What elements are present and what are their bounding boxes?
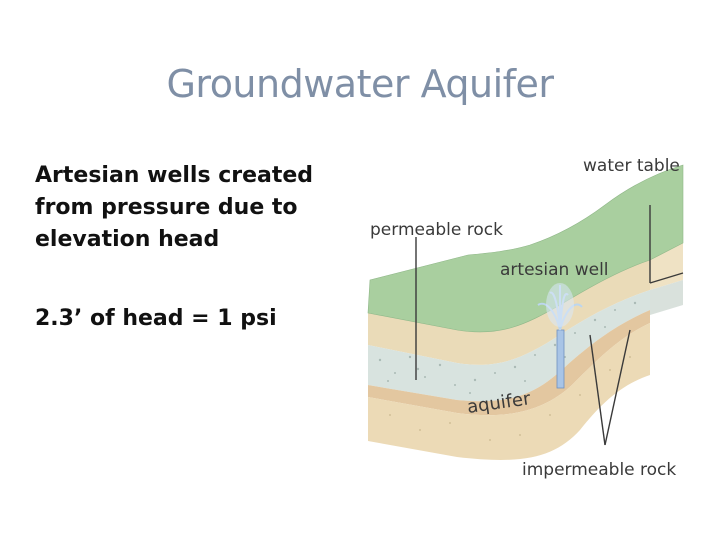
permeable-rock-label: permeable rock bbox=[370, 220, 503, 240]
slide-title: Groundwater Aquifer bbox=[166, 62, 554, 106]
impermeable-rock-label: impermeable rock bbox=[522, 460, 676, 480]
water-table-label: water table bbox=[583, 156, 680, 176]
bullet-list: Artesian wells created from pressure due… bbox=[35, 160, 335, 335]
bullet-head-psi: 2.3’ of head = 1 psi bbox=[35, 306, 277, 331]
impermeable-rock-pointers bbox=[589, 329, 631, 446]
land-surface bbox=[367, 164, 684, 333]
artesian-well-label: artesian well bbox=[500, 260, 609, 280]
aquifer-diagram: water table permeable rock artesian well… bbox=[367, 156, 684, 480]
artesian-well bbox=[537, 283, 583, 389]
bullet-artesian-wells: Artesian wells created from pressure due… bbox=[35, 163, 314, 252]
